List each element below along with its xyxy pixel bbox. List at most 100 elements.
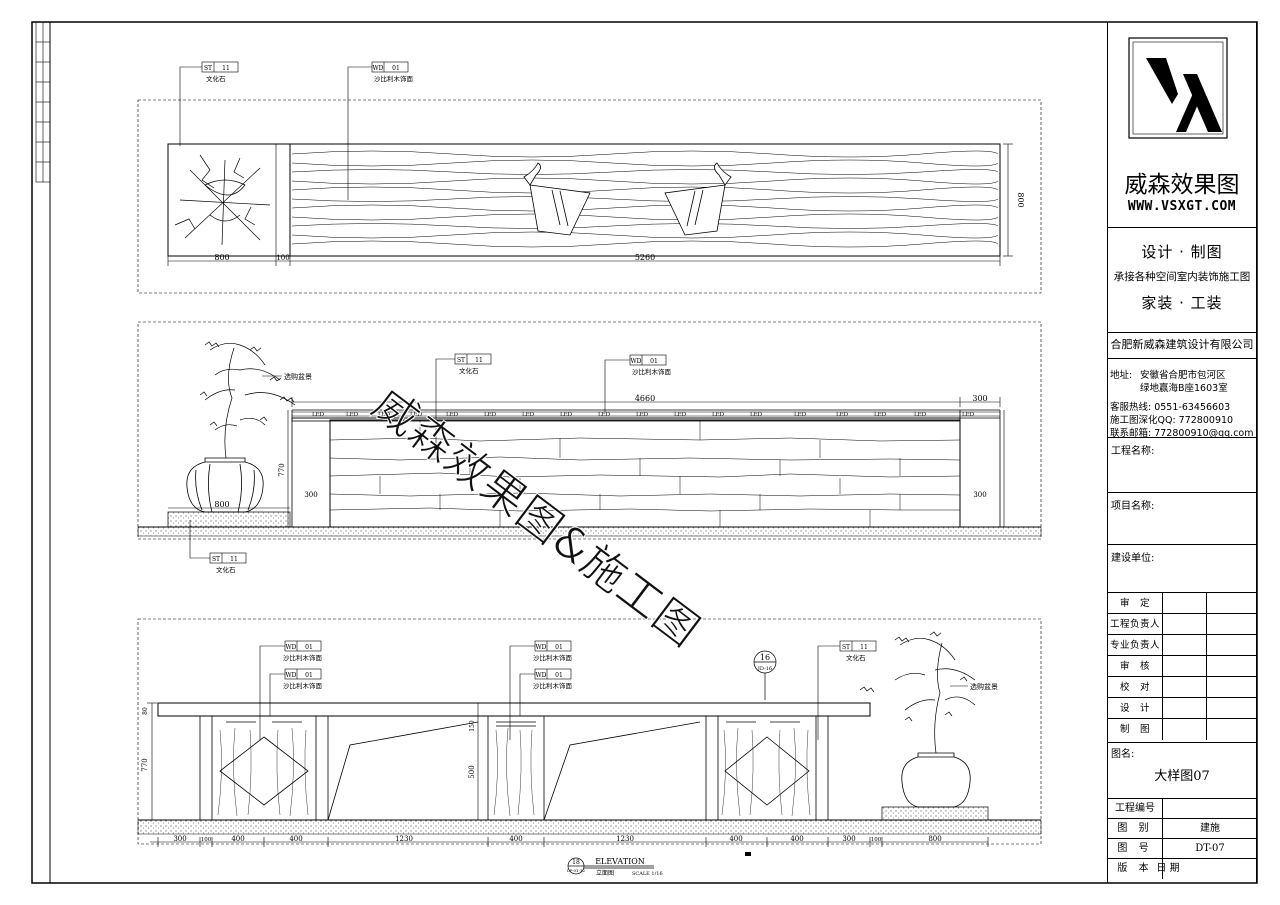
side-dim-b4: 1230 [395, 835, 413, 843]
side-tagC-code: WD [536, 644, 547, 651]
material-tag-st11-front [435, 353, 492, 455]
plan-tag2-code: WD [373, 65, 384, 72]
side-tagD-num: 01 [555, 672, 563, 679]
front-dim-300-top: 300 [972, 394, 987, 403]
section-number: 16 [760, 653, 770, 662]
side-tagA-desc: 沙比利木饰面 [283, 653, 323, 662]
bonsai-plant-icon [199, 341, 296, 459]
front-tag1-num: 11 [475, 357, 483, 364]
led-label: LED [598, 412, 611, 418]
side-dim-b8: 400 [790, 835, 803, 843]
side-tagB-desc: 沙比利木饰面 [283, 681, 323, 690]
bench-legs [199, 715, 829, 821]
address-label: 地址: [1110, 370, 1133, 381]
service-line-1: 设计 · 制图 [1141, 243, 1223, 261]
brand-name: 威森效果图 [1124, 172, 1240, 198]
front-elevation: LED LED LED LED LED LED LED LED LED LED … [137, 321, 1042, 574]
service-line-2: 承接各种空间室内装饰施工图 [1113, 271, 1251, 283]
led-label: LED [378, 412, 391, 418]
elevation-title-ref: LP-01-12 [567, 868, 585, 873]
side-dim-80: 80 [142, 707, 149, 715]
wood-grain [291, 150, 999, 248]
side-tagE-num: 11 [860, 644, 868, 651]
stone-courses [329, 420, 961, 527]
side-dim-b7: 400 [729, 835, 742, 843]
side-dim-b6: 1230 [616, 835, 634, 843]
qq-contact: 施工图深化QQ: 772800910 [1110, 415, 1234, 426]
category-label: 图 别 [1108, 819, 1163, 839]
drawing-name-field: 图名: 大样图07 [1108, 742, 1256, 797]
plan-dim-5260: 5260 [635, 253, 655, 262]
item-name-label: 项目名称: [1111, 501, 1155, 512]
side-bottom-dim-labels: 300 100 400 400 1230 400 1230 400 400 30… [173, 835, 941, 843]
led-label: LED [312, 412, 325, 418]
approval-label: 审 核 [1108, 656, 1163, 677]
margin-sign-table [35, 21, 51, 183]
side-dim-b9: 300 [842, 835, 855, 843]
led-label: LED [446, 412, 459, 418]
approval-label: 审 定 [1108, 593, 1163, 614]
approval-label: 设 计 [1108, 698, 1163, 719]
led-label: LED [410, 412, 423, 418]
service-panel: 设计 · 制图 承接各种空间室内装饰施工图 家装 · 工装 [1108, 229, 1256, 333]
elevation-title-marker [567, 857, 654, 875]
drawing-name-label: 图名: [1111, 749, 1135, 760]
approval-label: 校 对 [1108, 677, 1163, 698]
company-contact: 地址: 安徽省合肥市包河区 绿地赢海B座1603室 客服热线: 0551-634… [1110, 361, 1256, 440]
elevation-scale: SCALE 1/16 [632, 871, 663, 877]
sheet-no-label: 图 号 [1108, 839, 1163, 859]
led-label: LED [484, 412, 497, 418]
brand-url: WWW.VSXGT.COM [1127, 199, 1237, 214]
side-dim-b0: 300 [173, 835, 186, 843]
plan-dim-height: 800 [1016, 192, 1025, 207]
front-tag3-num: 11 [230, 556, 238, 563]
ground-hatch-2 [137, 819, 1042, 835]
elevation-title: ELEVATION [595, 857, 645, 866]
plan-dim-800: 800 [214, 253, 229, 262]
side-dim-b1: 100 [201, 837, 212, 843]
led-label: LED [636, 412, 649, 418]
front-dimensions [168, 397, 1005, 527]
category-value: 建施 [1200, 823, 1220, 834]
section-marker [753, 650, 777, 700]
front-dim-770: 770 [278, 463, 286, 476]
cushion-right [664, 162, 732, 236]
cushion-left [523, 162, 591, 236]
service-line-3: 家装 · 工装 [1141, 294, 1223, 312]
front-dim-300-right: 300 [973, 491, 986, 499]
plan-tag1-desc: 文化石 [206, 74, 226, 83]
planter-base [167, 511, 291, 528]
plan-tag2-num: 01 [392, 65, 400, 72]
drawing-name-value: 大样图07 [1154, 769, 1210, 784]
side-tagB-num: 01 [305, 672, 313, 679]
side-dim-b5: 400 [509, 835, 522, 843]
address-line-1: 安徽省合肥市包河区 [1140, 370, 1226, 381]
bench-side-panels [327, 721, 701, 821]
side-dimensions [147, 702, 989, 847]
version-label: 版 本 [1108, 859, 1163, 879]
vsxgt-logo [1128, 37, 1228, 139]
section-cut-mark [745, 852, 751, 856]
project-name-label: 工程名称: [1111, 446, 1155, 457]
side-elevation: 770 80 150 500 300 100 400 400 1230 400 … [137, 618, 1042, 877]
plant-pot-right-icon [901, 752, 971, 808]
hotline: 客服热线: 0551-63456603 [1110, 402, 1231, 413]
plan-view: 800 100 5260 800 ST 11 文化石 WD 01 沙比利木饰面 [137, 61, 1042, 294]
side-tagC-desc: 沙比利木饰面 [533, 653, 573, 662]
project-name-field: 工程名称: [1108, 437, 1256, 493]
address-line-2: 绿地赢海B座1603室 [1140, 383, 1228, 394]
front-tag2-desc: 沙比利木饰面 [632, 367, 672, 376]
led-label: LED [874, 412, 887, 418]
section-ref: JD-16 [757, 666, 772, 672]
side-dim-b2: 400 [231, 835, 244, 843]
led-labels: LED LED LED LED LED LED LED LED LED LED … [312, 412, 975, 418]
stone-texture [174, 154, 271, 246]
plan-tag1-code: ST [204, 65, 212, 72]
side-dim-500: 500 [468, 765, 476, 778]
side-plant-label: 选购盆景 [970, 682, 998, 691]
client-field: 建设单位: [1108, 544, 1256, 593]
material-tag-wd01-front [604, 354, 667, 412]
side-dim-b11: 800 [928, 835, 941, 843]
side-tagC-num: 01 [555, 644, 563, 651]
elevation-title-num: 18 [572, 859, 580, 866]
